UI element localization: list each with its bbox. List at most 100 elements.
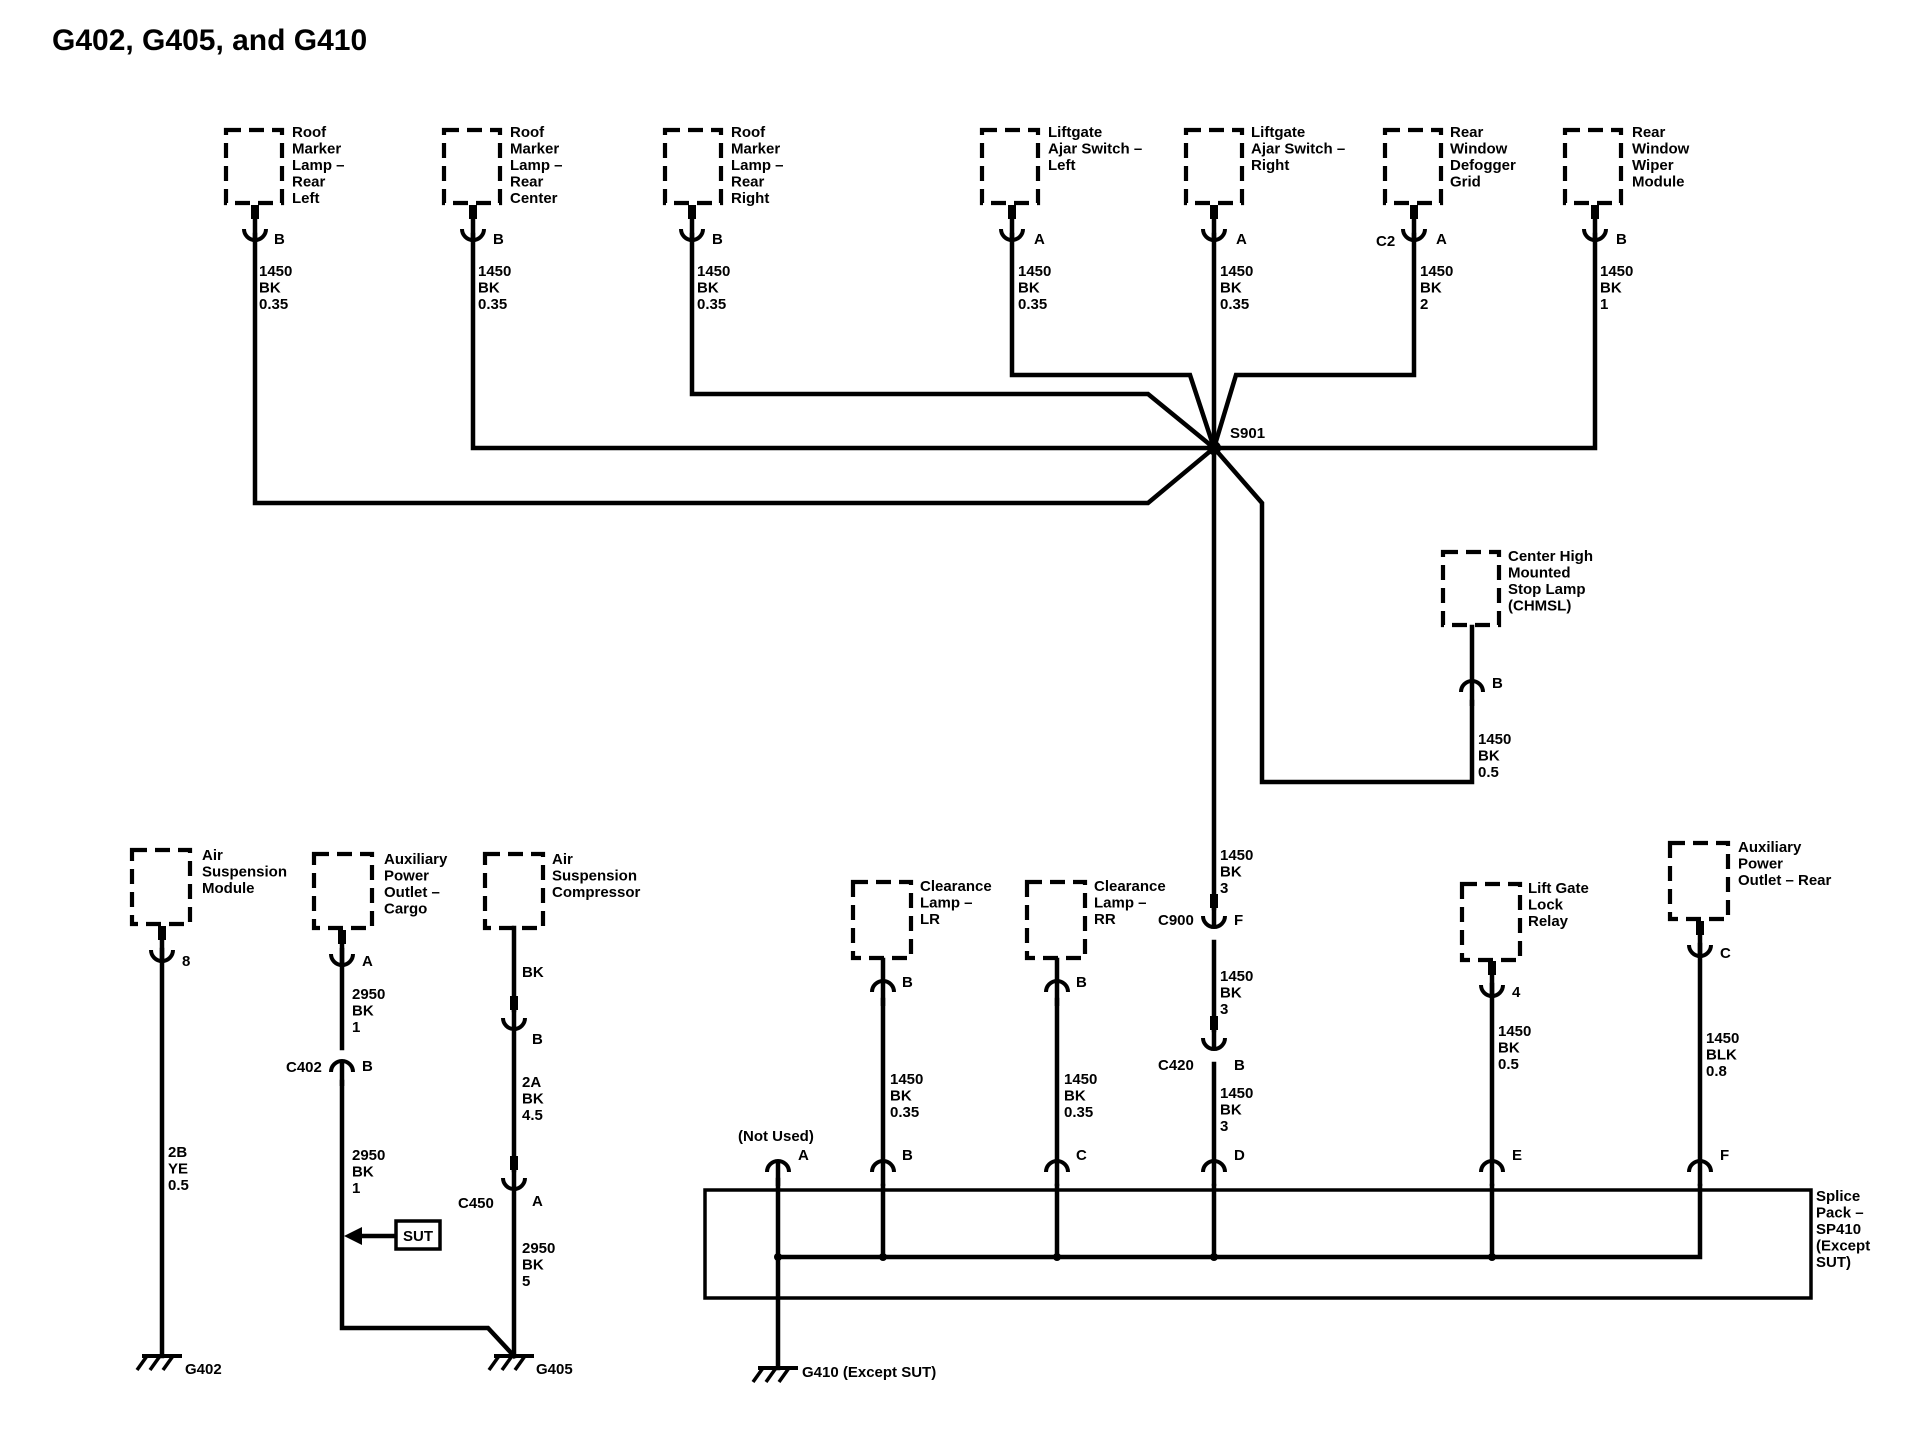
wire-label-roof-center-line: BK (478, 280, 500, 297)
pin-symbol-c402 (329, 1059, 355, 1086)
pin-symbol-air-module-blade (158, 926, 166, 940)
ground-g410-label: G410 (Except SUT) (802, 1364, 936, 1381)
pin-symbol-roof-left (242, 205, 268, 242)
component-aux-rear-line: Outlet – Rear (1738, 872, 1832, 889)
wire-label-liftgate-right-line: BK (1220, 280, 1242, 297)
pin-symbol-clear-lr (870, 979, 896, 1006)
component-defogger-line: Defogger (1450, 157, 1516, 174)
wire-label-aux-rear-line: 1450 (1706, 1030, 1739, 1047)
wire-label-clear-lr-line: 0.35 (890, 1104, 919, 1121)
sp-dot-e (1488, 1253, 1496, 1261)
wire-label-trunk-mid-line: 3 (1220, 1001, 1228, 1018)
component-chmsl-line: (CHMSL) (1508, 598, 1571, 615)
wire-label-aux-rear-line: BLK (1706, 1047, 1737, 1064)
pin-c450: A (532, 1193, 543, 1210)
box-roof-left (223, 127, 285, 206)
pin-defogger: A (1436, 231, 1447, 248)
component-splice-pack-line: SP410 (1816, 1221, 1861, 1238)
box-wiper (1562, 127, 1624, 206)
pin-symbol-roof-center-blade (469, 205, 477, 219)
pin-sp-b: B (902, 1147, 913, 1164)
pin-symbol-liftgate-right-blade (1210, 205, 1218, 219)
pin-symbol-air-module (149, 926, 175, 963)
pin-clear-lr: B (902, 974, 913, 991)
component-air-module-line: Air (202, 847, 223, 864)
wire-aux-cargo-lower (339, 1079, 518, 1360)
splice-s901-label: S901 (1230, 425, 1265, 442)
component-air-module-line: Module (202, 880, 255, 897)
component-compressor-line: Compressor (552, 884, 641, 901)
pin-liftgate-right: A (1236, 231, 1247, 248)
wire-label-trunk-lower-line: 1450 (1220, 1085, 1253, 1102)
pin-symbol-sp-a (765, 1159, 791, 1186)
pin-symbol-c450-blade (510, 1156, 518, 1170)
wire-label-defogger-line: 1450 (1420, 263, 1453, 280)
pin-symbol-liftgate-left (999, 205, 1025, 242)
sut-tag-box (394, 1219, 442, 1251)
component-liftgate-right-line: Ajar Switch – (1251, 141, 1345, 158)
pin-symbol-defogger-blade (1410, 205, 1418, 219)
ground-g410-symbol (751, 1366, 798, 1384)
wire-wiper (1211, 232, 1598, 451)
component-wiper-line: Window (1632, 141, 1690, 158)
pin-symbol-sp-c (1044, 1159, 1070, 1186)
box-roof-right (662, 127, 724, 206)
wire-label-trunk-mid-line: 1450 (1220, 968, 1253, 985)
pin-symbol-c420-blade (1210, 1016, 1218, 1030)
component-clear-lr-line: LR (920, 911, 940, 928)
wire-label-roof-left-line: BK (259, 280, 281, 297)
wire-label-trunk-upper-line: 1450 (1220, 847, 1253, 864)
component-roof-left-line: Rear (292, 174, 326, 191)
sp-dot-b (879, 1253, 887, 1261)
wire-label-compressor-lower-line: 2950 (522, 1240, 555, 1257)
pin-roof-center: B (493, 231, 504, 248)
wire-label-liftgate-relay-line: 1450 (1498, 1023, 1531, 1040)
ground-g402-tick-3 (161, 1354, 175, 1372)
component-aux-cargo-line: Outlet – (384, 884, 440, 901)
component-wiper-line: Rear (1632, 124, 1666, 141)
wire-label-compressor-upper-line: BK (522, 964, 544, 981)
pin-symbol-compressor-blade (510, 996, 518, 1010)
box-clear-lr (850, 879, 914, 961)
pin-symbol-c900 (1201, 894, 1227, 929)
component-roof-center-line: Center (510, 190, 558, 207)
ground-g410-tick-1 (751, 1366, 765, 1384)
box-liftgate-right (1183, 127, 1245, 206)
pin-symbol-liftgate-right (1201, 205, 1227, 242)
wire-label-liftgate-left-line: 0.35 (1018, 296, 1047, 313)
component-chmsl-line: Stop Lamp (1508, 581, 1586, 598)
splice-pack-box (703, 1188, 1813, 1300)
ground-g402-tick-2 (148, 1354, 162, 1372)
pin-symbol-liftgate-relay-blade (1488, 961, 1496, 975)
wire-label-aux-cargo-lower-line: 1 (352, 1180, 360, 1197)
wire-label-liftgate-left-line: BK (1018, 280, 1040, 297)
sut-arrow-head (344, 1227, 362, 1245)
pin-symbol-c450 (501, 1156, 527, 1191)
wire-label-wiper-line: 1450 (1600, 263, 1633, 280)
pin-labels: B B B A A A B B 8 A B B A B B F B 4 C A … (182, 231, 1731, 1210)
wire-label-air-module-line: YE (168, 1161, 188, 1178)
wire-label-clear-lr-line: 1450 (890, 1071, 923, 1088)
wire-label-chmsl-line: BK (1478, 748, 1500, 765)
box-aux-cargo (311, 851, 375, 931)
component-roof-right-line: Rear (731, 174, 765, 191)
ground-g405-tick-1 (487, 1354, 501, 1372)
wire-label-liftgate-relay-line: BK (1498, 1040, 1520, 1057)
component-aux-cargo-line: Cargo (384, 901, 427, 918)
component-roof-left-line: Marker (292, 141, 341, 158)
wire-label-defogger-line: 2 (1420, 296, 1428, 313)
pin-c402: B (362, 1058, 373, 1075)
sp-dot-a (774, 1253, 782, 1261)
